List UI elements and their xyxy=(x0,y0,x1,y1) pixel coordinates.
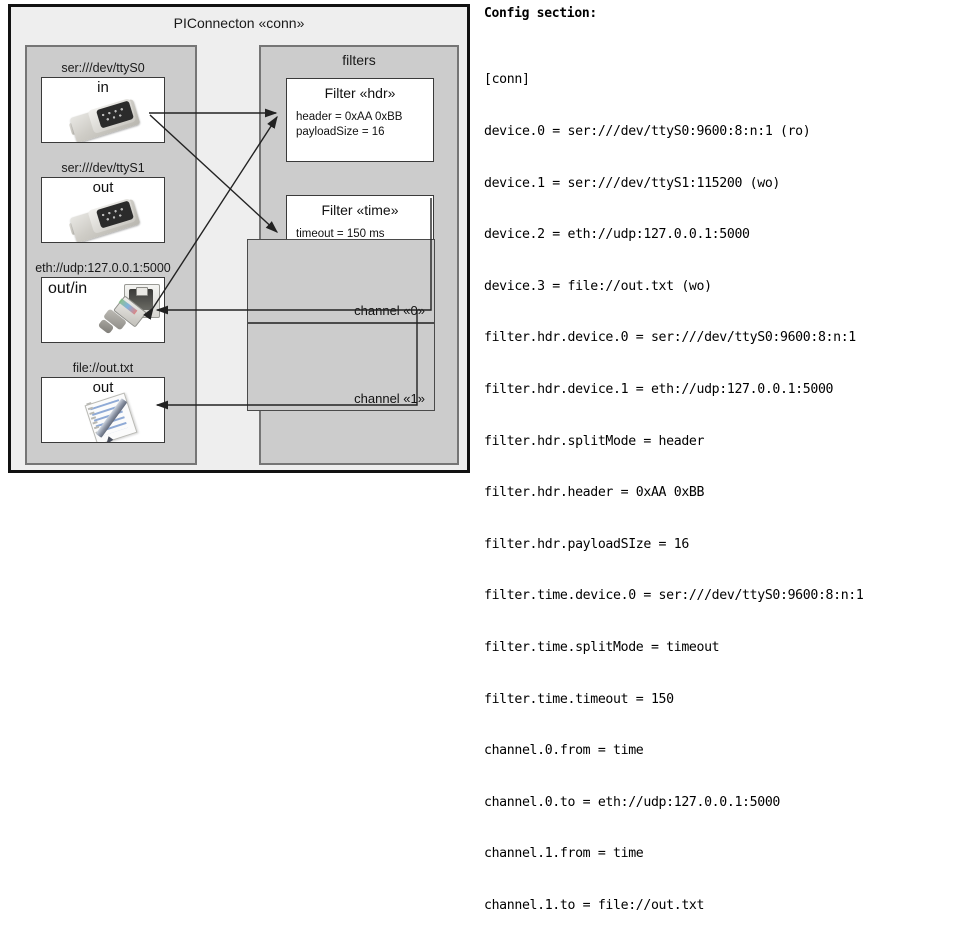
filter-title-hdr: Filter «hdr» xyxy=(324,85,396,101)
device-io-file: out xyxy=(92,379,114,396)
filters-panel: filters Filter «hdr» header = 0xAA 0xBB … xyxy=(247,45,459,465)
channel-box-1[interactable]: channel «1» xyxy=(247,323,435,411)
filter-prop: header = 0xAA 0xBB xyxy=(296,111,403,123)
filter-prop: payloadSize = 16 xyxy=(296,126,385,138)
channel-label-1: channel «1» xyxy=(354,391,425,406)
config-line: channel.0.to = eth://udp:127.0.0.1:5000 xyxy=(484,794,780,810)
config-line: filter.hdr.device.0 = ser:///dev/ttyS0:9… xyxy=(484,330,856,346)
config-line: device.3 = file://out.txt (wo) xyxy=(484,278,712,294)
device-entry-ttys1[interactable]: ser:///dev/ttyS1 out xyxy=(41,160,165,243)
diagram-title: PIConnecton «conn» xyxy=(173,15,305,31)
device-box-file[interactable]: out xyxy=(41,377,165,443)
device-label-ttys1: ser:///dev/ttyS1 xyxy=(61,161,145,175)
device-label-file: file://out.txt xyxy=(72,361,134,375)
config-body: [conn] device.0 = ser:///dev/ttyS0:9600:… xyxy=(484,37,956,949)
device-io-eth: out/in xyxy=(48,280,88,297)
channel-box-0[interactable]: channel «0» xyxy=(247,239,435,323)
serial-port-icon xyxy=(68,198,142,242)
device-io-ttys1: out xyxy=(92,179,114,196)
config-line: filter.time.splitMode = timeout xyxy=(484,639,720,655)
architecture-diagram-frame: PIConnecton «conn» ser:///dev/ttyS0 in s… xyxy=(8,4,470,473)
device-entry-file[interactable]: file://out.txt out xyxy=(41,360,165,443)
filters-panel-title: filters xyxy=(342,52,376,68)
filter-box-hdr[interactable]: Filter «hdr» header = 0xAA 0xBB payloadS… xyxy=(286,78,434,162)
filter-props-hdr: header = 0xAA 0xBB payloadSize = 16 xyxy=(296,110,433,140)
config-line: channel.1.from = time xyxy=(484,846,644,862)
device-box-ttys1[interactable]: out xyxy=(41,177,165,243)
device-entry-eth[interactable]: eth://udp:127.0.0.1:5000 out/in xyxy=(35,260,171,343)
config-line: filter.time.device.0 = ser:///dev/ttyS0:… xyxy=(484,588,864,604)
device-entry-ttys0[interactable]: ser:///dev/ttyS0 in xyxy=(41,60,165,143)
config-line: device.1 = ser:///dev/ttyS1:115200 (wo) xyxy=(484,175,780,191)
config-heading: Config section: xyxy=(484,6,597,21)
device-io-ttys0: in xyxy=(97,79,109,96)
ethernet-rj45-icon xyxy=(97,282,164,342)
config-line: channel.1.to = file://out.txt xyxy=(484,897,705,913)
device-box-eth[interactable]: out/in xyxy=(41,277,165,343)
config-section: Config section: [conn] device.0 = ser://… xyxy=(484,6,956,949)
device-box-ttys0[interactable]: in xyxy=(41,77,165,143)
config-line: [conn] xyxy=(484,72,530,88)
filter-title-time: Filter «time» xyxy=(321,202,399,218)
diagram-page: PIConnecton «conn» ser:///dev/ttyS0 in s… xyxy=(8,4,864,913)
channel-label-0: channel «0» xyxy=(354,303,425,318)
config-line: filter.hdr.header = 0xAA 0xBB xyxy=(484,485,705,501)
device-label-eth: eth://udp:127.0.0.1:5000 xyxy=(35,261,171,275)
config-line: device.0 = ser:///dev/ttyS0:9600:8:n:1 (… xyxy=(484,124,811,139)
config-line: filter.hdr.splitMode = header xyxy=(484,433,705,449)
text-file-icon xyxy=(84,392,146,442)
config-line: channel.0.from = time xyxy=(484,743,644,759)
config-line: filter.time.timeout = 150 xyxy=(484,691,674,707)
config-line: filter.hdr.payloadSIze = 16 xyxy=(484,536,689,552)
serial-port-icon xyxy=(68,98,142,142)
config-line: device.2 = eth://udp:127.0.0.1:5000 xyxy=(484,227,750,243)
devices-panel: ser:///dev/ttyS0 in ser:///dev/ttyS1 out xyxy=(25,45,197,465)
config-line: filter.hdr.device.1 = eth://udp:127.0.0.… xyxy=(484,381,834,397)
device-label-ttys0: ser:///dev/ttyS0 xyxy=(61,61,145,75)
